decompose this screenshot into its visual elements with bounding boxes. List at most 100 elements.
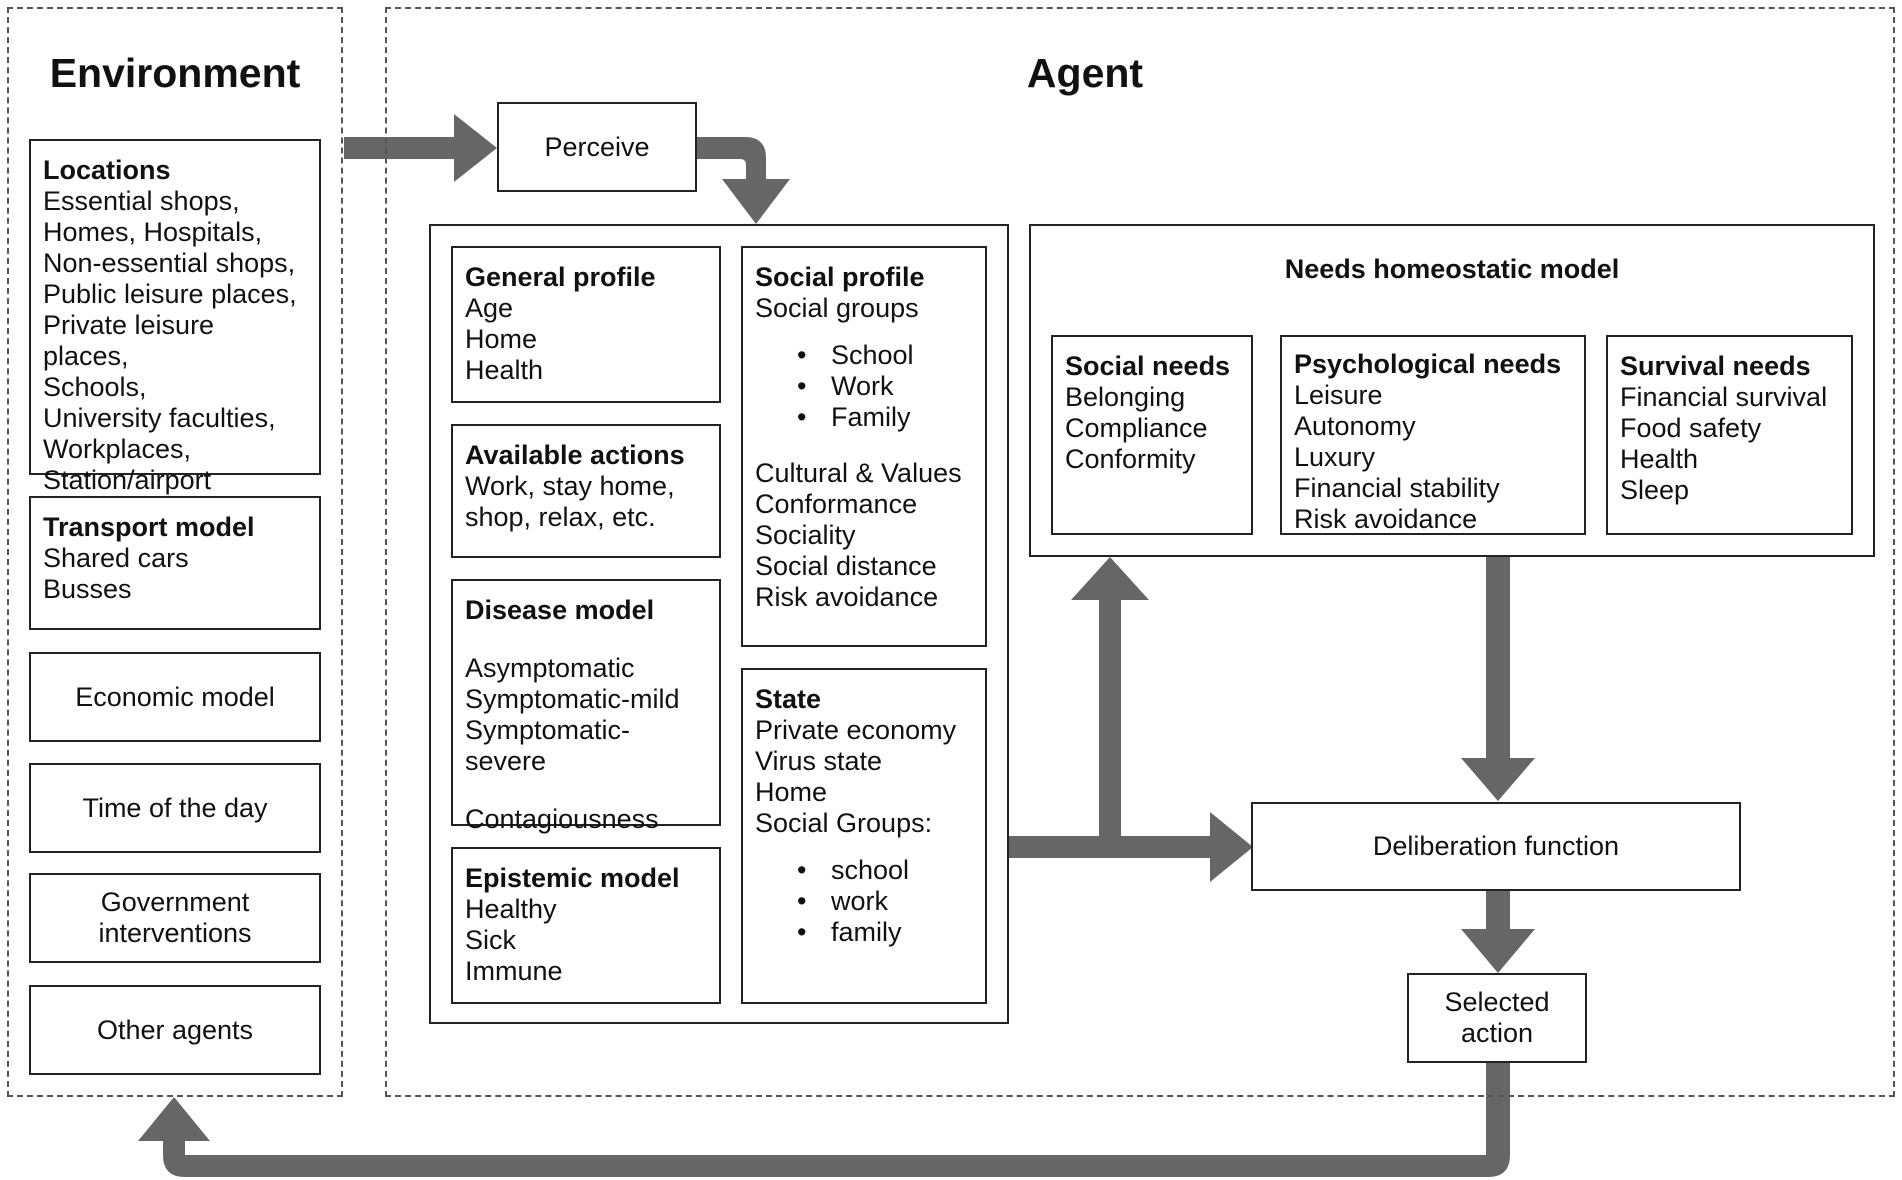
epistemic-line: Sick [465,925,517,955]
economic-model-label: Economic model [75,681,275,712]
social-profile-line: Social distance [755,551,937,581]
survival-needs-box: Survival needs Financial survival Food s… [1606,335,1853,535]
spacer [755,433,973,458]
location-line: Station/airport [43,465,212,495]
social-needs-line: Belonging [1065,382,1186,412]
social-profile-line: Conformance [755,489,918,519]
social-profile-heading: Social profile [755,262,925,292]
psychological-needs-heading: Psychological needs [1294,349,1562,379]
disease-line: Contagiousness [465,804,659,834]
list-item: Family [743,402,973,433]
survival-needs-line: Food safety [1620,413,1762,443]
arrow-action-to-environment [138,1062,1510,1177]
general-profile-line: Age [465,293,514,323]
disease-model-heading: Disease model [465,595,655,625]
location-line: Essential shops, [43,186,240,216]
social-needs-line: Compliance [1065,413,1208,443]
epistemic-model-heading: Epistemic model [465,863,680,893]
psychological-needs-line: Risk avoidance [1294,504,1478,534]
locations-heading: Locations [43,155,171,185]
psychological-needs-line: Luxury [1294,442,1376,472]
transport-model-box: Transport model Shared cars Busses [29,496,321,630]
location-line: Workplaces, [43,434,192,464]
location-line: Non-essential shops, [43,248,296,278]
spacer [465,626,707,653]
transport-line: Busses [43,574,132,604]
arrow-perceive-to-profile [697,137,790,224]
arrow-needs-to-deliberation [1461,557,1535,801]
state-line: Private economy [755,715,957,745]
social-profile-box: Social profile Social groups School Work… [741,246,987,647]
psychological-needs-box: Psychological needs Leisure Autonomy Lux… [1280,335,1586,535]
social-needs-line: Conformity [1065,444,1196,474]
government-label-line: interventions [98,918,252,948]
environment-title: Environment [49,50,301,96]
epistemic-line: Healthy [465,894,557,924]
arrow-deliberation-to-action [1461,891,1535,973]
spacer [755,839,973,855]
list-item: School [743,340,973,371]
available-actions-line: shop, relax, etc. [465,502,656,532]
general-profile-box: General profile Age Home Health [451,246,721,403]
list-item: Work [743,371,973,402]
location-line: Schools, [43,372,147,402]
spacer [755,324,973,340]
selected-action-line: action [1460,1018,1534,1048]
general-profile-line: Home [465,324,538,354]
state-line: Social Groups: [755,808,933,838]
social-needs-heading: Social needs [1065,351,1231,381]
deliberation-function-label: Deliberation function [1372,831,1620,861]
location-line: Homes, Hospitals, [43,217,263,247]
environment-panel [7,7,343,1097]
psychological-needs-line: Leisure [1294,380,1383,410]
location-line: Private leisure places, [43,310,215,371]
psychological-needs-line: Autonomy [1294,411,1416,441]
survival-needs-heading: Survival needs [1620,351,1811,381]
state-box: State Private economy Virus state Home S… [741,668,987,1004]
other-agents-label: Other agents [96,1014,254,1045]
epistemic-line: Immune [465,956,563,986]
list-item: family [743,917,973,948]
deliberation-function-box: Deliberation function [1251,802,1741,891]
state-heading: State [755,684,822,714]
general-profile-line: Health [465,355,544,385]
disease-model-box: Disease model Asymptomatic Symptomatic-m… [451,579,721,834]
disease-line: Symptomatic-severe [465,715,631,776]
transport-heading: Transport model [43,512,255,542]
list-item: work [743,886,973,917]
social-profile-subheading: Social groups [755,293,919,323]
disease-line: Asymptomatic [465,653,635,683]
perceive-box: Perceive [497,102,697,192]
survival-needs-line: Health [1620,444,1699,474]
arrow-env-to-perceive [344,114,497,182]
available-actions-heading: Available actions [465,440,685,470]
location-line: University faculties, [43,403,276,433]
state-groups-list: school work family [743,855,973,948]
state-line: Home [755,777,828,807]
social-profile-line: Cultural & Values [755,458,962,488]
perceive-label: Perceive [544,131,650,162]
economic-model-box: Economic model [29,652,321,742]
social-profile-line: Sociality [755,520,856,550]
survival-needs-line: Sleep [1620,475,1690,505]
disease-line: Symptomatic-mild [465,684,680,714]
social-groups-list: School Work Family [743,340,973,433]
locations-box: Locations Essential shops, Homes, Hospit… [29,139,321,495]
transport-line: Shared cars [43,543,189,573]
agent-title: Agent [1026,50,1144,96]
social-needs-box: Social needs Belonging Compliance Confor… [1051,335,1253,535]
arrow-up-to-needs [1071,557,1149,836]
list-item: school [743,855,973,886]
agent-panel [385,7,1895,1097]
available-actions-line: Work, stay home, [465,471,675,501]
time-of-day-box: Time of the day [29,763,321,853]
social-profile-line: Risk avoidance [755,582,939,612]
other-agents-box: Other agents [29,985,321,1075]
spacer [465,777,707,804]
psychological-needs-line: Financial stability [1294,473,1500,503]
survival-needs-line: Financial survival [1620,382,1828,412]
available-actions-box: Available actions Work, stay home, shop,… [451,424,721,558]
location-line: Public leisure places, [43,279,297,309]
epistemic-model-box: Epistemic model Healthy Sick Immune [451,847,721,1004]
